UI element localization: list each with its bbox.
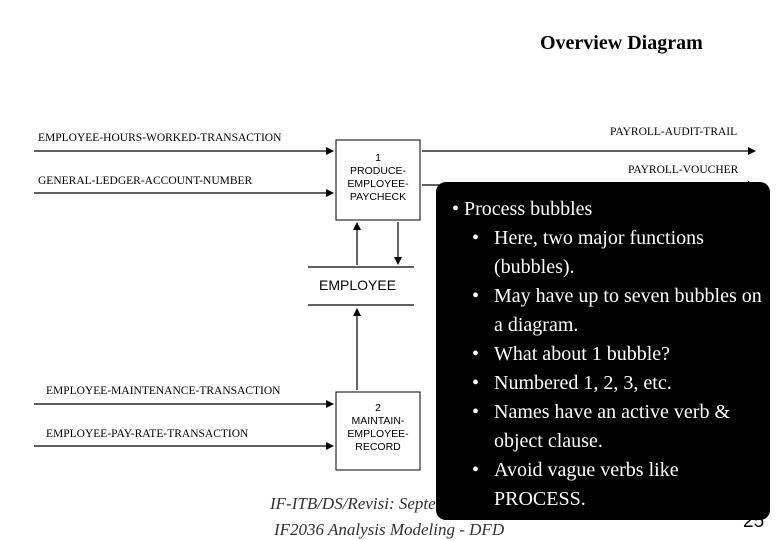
process-2-name-line-3: RECORD xyxy=(355,441,401,453)
flow-label-audit-trail: PAYROLL-AUDIT-TRAIL xyxy=(610,126,738,138)
process-2-bubble xyxy=(335,391,421,471)
callout-points: Here, two major functions (bubbles). May… xyxy=(472,224,764,514)
page-number: 25 xyxy=(743,511,765,532)
process-1-name-line-2: EMPLOYEE- xyxy=(347,178,409,190)
callout-point: Avoid vague verbs like PROCESS. xyxy=(472,456,764,514)
flow-label-hours-worked: EMPLOYEE-HOURS-WORKED-TRANSACTION xyxy=(38,132,282,144)
diagram-title: Overview Diagram xyxy=(540,32,703,54)
callout-point: Names have an active verb & object claus… xyxy=(472,398,764,456)
callout-point: Here, two major functions (bubbles). xyxy=(472,224,764,282)
process-1-number: 1 xyxy=(375,152,381,164)
flow-label-voucher: PAYROLL-VOUCHER xyxy=(628,164,739,176)
flow-label-ledger-account: GENERAL-LEDGER-ACCOUNT-NUMBER xyxy=(38,175,253,187)
process-2-name-line-2: EMPLOYEE- xyxy=(347,428,409,440)
callout-point: May have up to seven bubbles on a diagra… xyxy=(472,282,764,340)
process-1: 1 PRODUCE- EMPLOYEE- PAYCHECK xyxy=(336,152,420,204)
callout-heading-row: • Process bubbles xyxy=(452,198,593,220)
process-2: 2 MAINTAIN- EMPLOYEE- RECORD xyxy=(336,402,420,454)
footer-line-2: IF2036 Analysis Modeling - DFD xyxy=(274,520,505,539)
callout-heading: Process bubbles xyxy=(464,198,593,220)
process-bubbles-callout: • Process bubbles Here, two major functi… xyxy=(436,182,770,520)
footer-line-1: IF-ITB/DS/Revisi: Septem xyxy=(270,494,448,513)
process-1-name-line-1: PRODUCE- xyxy=(349,165,406,177)
callout-point: What about 1 bubble? xyxy=(472,340,764,369)
process-2-name-line-1: MAINTAIN- xyxy=(351,415,405,427)
process-2-number: 2 xyxy=(375,402,381,414)
callout-point: Numbered 1, 2, 3, etc. xyxy=(472,369,764,398)
process-1-bubble xyxy=(335,139,421,221)
flow-label-maintenance: EMPLOYEE-MAINTENANCE-TRANSACTION xyxy=(46,385,281,397)
flow-label-pay-rate: EMPLOYEE-PAY-RATE-TRANSACTION xyxy=(46,428,249,440)
data-store-label: EMPLOYEE xyxy=(319,277,397,293)
process-1-name-line-3: PAYCHECK xyxy=(349,191,407,203)
